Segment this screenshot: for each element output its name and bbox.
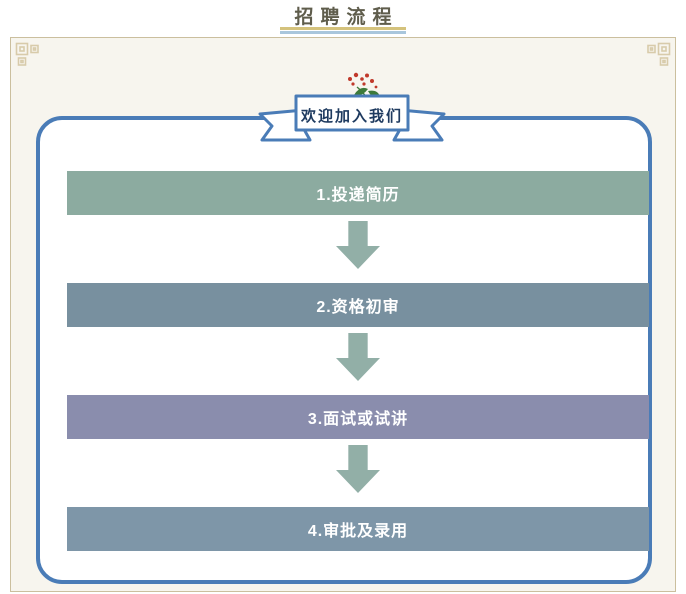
underline-gold-bar xyxy=(280,27,406,30)
flow-step-2: 2.资格初审 xyxy=(67,283,649,327)
flow-step-2-label: 2.资格初审 xyxy=(316,299,400,316)
page-header: 招聘流程 xyxy=(0,2,686,34)
down-arrow-icon xyxy=(336,221,380,269)
corner-ornament-icon xyxy=(15,42,39,66)
down-arrow-icon xyxy=(336,333,380,381)
welcome-ribbon xyxy=(258,94,446,142)
title-underline xyxy=(280,27,406,34)
underline-blue-bar xyxy=(280,31,406,34)
flow-board: 欢迎加入我们 1.投递简历 2.资格初审 3.面试或试讲 4.审批及录用 xyxy=(36,72,652,584)
flow-step-3: 3.面试或试讲 xyxy=(67,395,649,439)
flow-step-4-label: 4.审批及录用 xyxy=(307,523,409,540)
decorative-frame: 欢迎加入我们 1.投递简历 2.资格初审 3.面试或试讲 4.审批及录用 xyxy=(10,37,676,592)
welcome-banner-label: 欢迎加入我们 xyxy=(300,107,403,125)
corner-ornament-icon xyxy=(647,42,671,66)
flow-step-1: 1.投递简历 xyxy=(67,171,649,215)
flow-step-1-label: 1.投递简历 xyxy=(316,187,400,204)
flow-step-3-label: 3.面试或试讲 xyxy=(307,411,409,428)
page-title: 招聘流程 xyxy=(294,7,399,28)
down-arrow-icon xyxy=(336,445,380,493)
flow-step-4: 4.审批及录用 xyxy=(67,507,649,551)
